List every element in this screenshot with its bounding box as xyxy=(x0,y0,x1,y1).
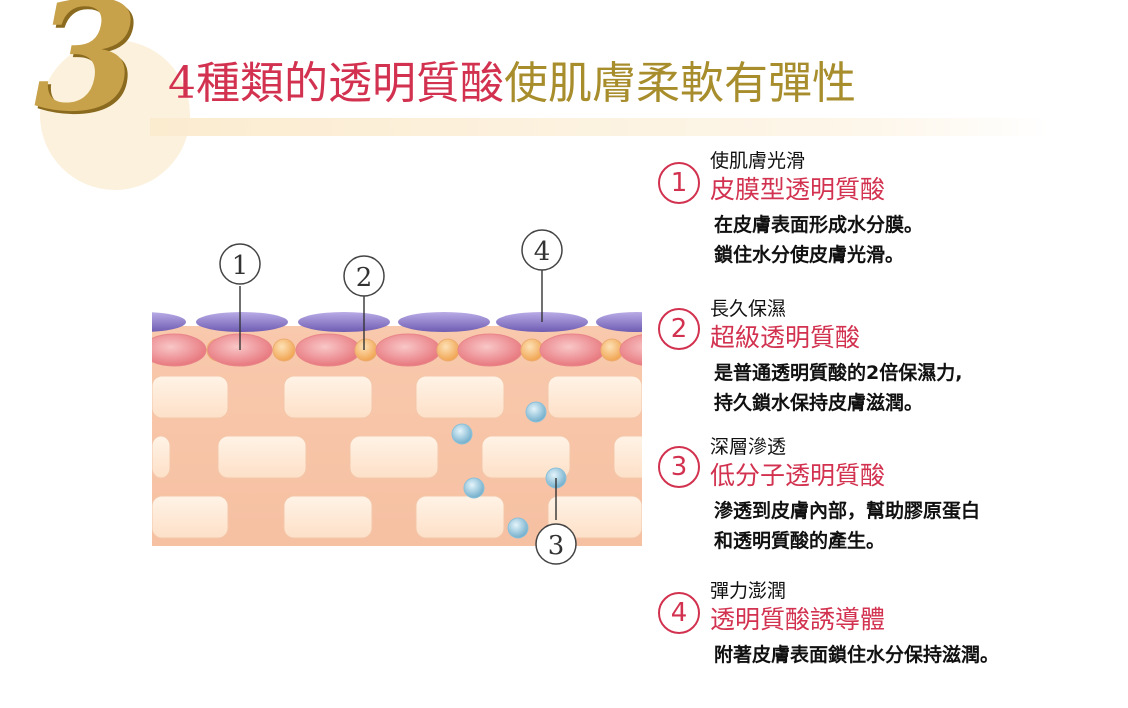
item-heading: 使肌膚光滑 xyxy=(710,150,806,172)
callout-4: 4 xyxy=(521,229,563,271)
svg-text:4: 4 xyxy=(534,237,551,267)
item-heading: 彈力澎潤 xyxy=(710,580,787,602)
callout-3: 3 xyxy=(535,523,577,565)
item-number-badge: 3 xyxy=(658,446,700,488)
callout-1: 1 xyxy=(219,243,261,285)
dermis-cells xyxy=(152,375,642,539)
item-number-badge: 1 xyxy=(658,162,700,204)
skin-layer-diagram: 1 2 3 4 xyxy=(152,229,642,565)
item-number-badge: 2 xyxy=(658,308,700,350)
title-part-1: 4種類的透明質酸 xyxy=(168,58,504,109)
item-name: 透明質酸誘導體 xyxy=(710,605,886,634)
section-number: 3 xyxy=(34,0,139,145)
item-heading: 深層滲透 xyxy=(710,436,787,458)
item-description: 滲透到皮膚內部，幫助膠原蛋白 和透明質酸的產生。 xyxy=(714,500,981,552)
svg-text:2: 2 xyxy=(356,263,373,293)
item-heading: 長久保濕 xyxy=(710,298,787,320)
item-name: 低分子透明質酸 xyxy=(710,461,886,490)
item-description: 是普通透明質酸的2倍保濕力, 持久鎖水保持皮膚滋潤。 xyxy=(714,362,963,414)
item-number-badge: 4 xyxy=(658,592,700,634)
item-description: 附著皮膚表面鎖住水分保持滋潤。 xyxy=(714,644,1000,666)
title-part-2: 使肌膚柔軟有彈性 xyxy=(504,58,856,109)
title-underline-band xyxy=(150,118,1050,136)
callout-2: 2 xyxy=(343,255,385,297)
epidermis-cell-row xyxy=(152,333,642,367)
item-description: 在皮膚表面形成水分膜。 鎖住水分使皮膚光滑。 xyxy=(714,214,924,266)
number-badge-bg xyxy=(40,40,190,190)
item-name: 超級透明質酸 xyxy=(710,323,861,352)
item-name: 皮膜型透明質酸 xyxy=(710,175,886,204)
page-title: 4種類的透明質酸使肌膚柔軟有彈性 xyxy=(168,54,856,114)
svg-text:3: 3 xyxy=(548,531,565,561)
svg-text:1: 1 xyxy=(232,251,249,281)
callout-lines xyxy=(239,270,557,520)
